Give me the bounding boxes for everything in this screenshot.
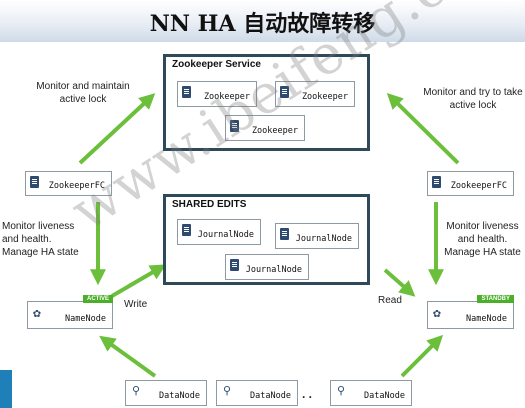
panel-title: Zookeeper Service	[172, 59, 261, 70]
arrow-write	[110, 264, 167, 298]
node-icon: ⚲	[132, 384, 141, 397]
right-health-text: Monitor liveness and health. Manage HA s…	[444, 221, 521, 258]
panel-title: SHARED EDITS	[172, 199, 247, 210]
zookeeper-node: Zookeeper	[225, 115, 305, 141]
read-label: Read	[378, 295, 402, 306]
server-icon	[432, 176, 441, 188]
server-icon	[230, 120, 239, 132]
arrow-left-zkfc-to-zookeeper	[78, 93, 156, 165]
arrow-datanode-to-left-namenode	[99, 335, 157, 378]
zookeeper-service-panel: Zookeeper Service Zookeeper Zookeeper Zo…	[163, 54, 370, 151]
node-icon: ⚲	[337, 384, 346, 397]
server-icon	[280, 228, 289, 240]
gear-icon: ✿	[33, 306, 41, 321]
journalnode: JournalNode	[177, 219, 261, 245]
datanode: ⚲ DataNode	[330, 380, 412, 406]
corner-accent	[0, 370, 12, 408]
journalnode: JournalNode	[225, 254, 309, 280]
server-icon	[30, 176, 39, 188]
active-badge: ACTIVE	[82, 295, 113, 303]
right-lock-text: Monitor and try to take active lock	[423, 87, 523, 111]
journalnode: JournalNode	[275, 223, 359, 249]
datanode: ⚲ DataNode	[125, 380, 207, 406]
server-icon	[230, 259, 239, 271]
left-lock-text: Monitor and maintain active lock	[36, 81, 130, 105]
left-zkfc: ZookeeperFC	[25, 171, 112, 196]
node-icon: ⚲	[223, 384, 232, 397]
standby-badge: STANDBY	[477, 295, 514, 303]
server-icon	[182, 86, 191, 98]
arrow-right-zkfc-to-zookeeper	[386, 92, 460, 165]
page-title: NN HA 自动故障转移	[149, 11, 376, 37]
server-icon	[280, 86, 289, 98]
write-label: Write	[124, 299, 148, 310]
left-health-text: Monitor liveness and health. Manage HA s…	[2, 221, 79, 258]
gear-icon: ✿	[433, 306, 441, 321]
right-namenode: STANDBY ✿ NameNode	[427, 295, 514, 329]
zookeeper-node: Zookeeper	[177, 81, 257, 107]
left-namenode: ACTIVE ✿ NameNode	[27, 295, 113, 329]
datanode: ⚲ DataNode	[216, 380, 298, 406]
server-icon	[182, 224, 191, 236]
shared-edits-panel: SHARED EDITS JournalNode JournalNode Jou…	[163, 194, 370, 285]
right-zkfc: ZookeeperFC	[427, 171, 514, 196]
arrow-datanode-to-right-namenode	[400, 334, 444, 378]
arrow-read	[383, 268, 416, 297]
title-bar	[0, 0, 525, 42]
ellipsis: . .	[302, 387, 313, 401]
zookeeper-node: Zookeeper	[275, 81, 355, 107]
